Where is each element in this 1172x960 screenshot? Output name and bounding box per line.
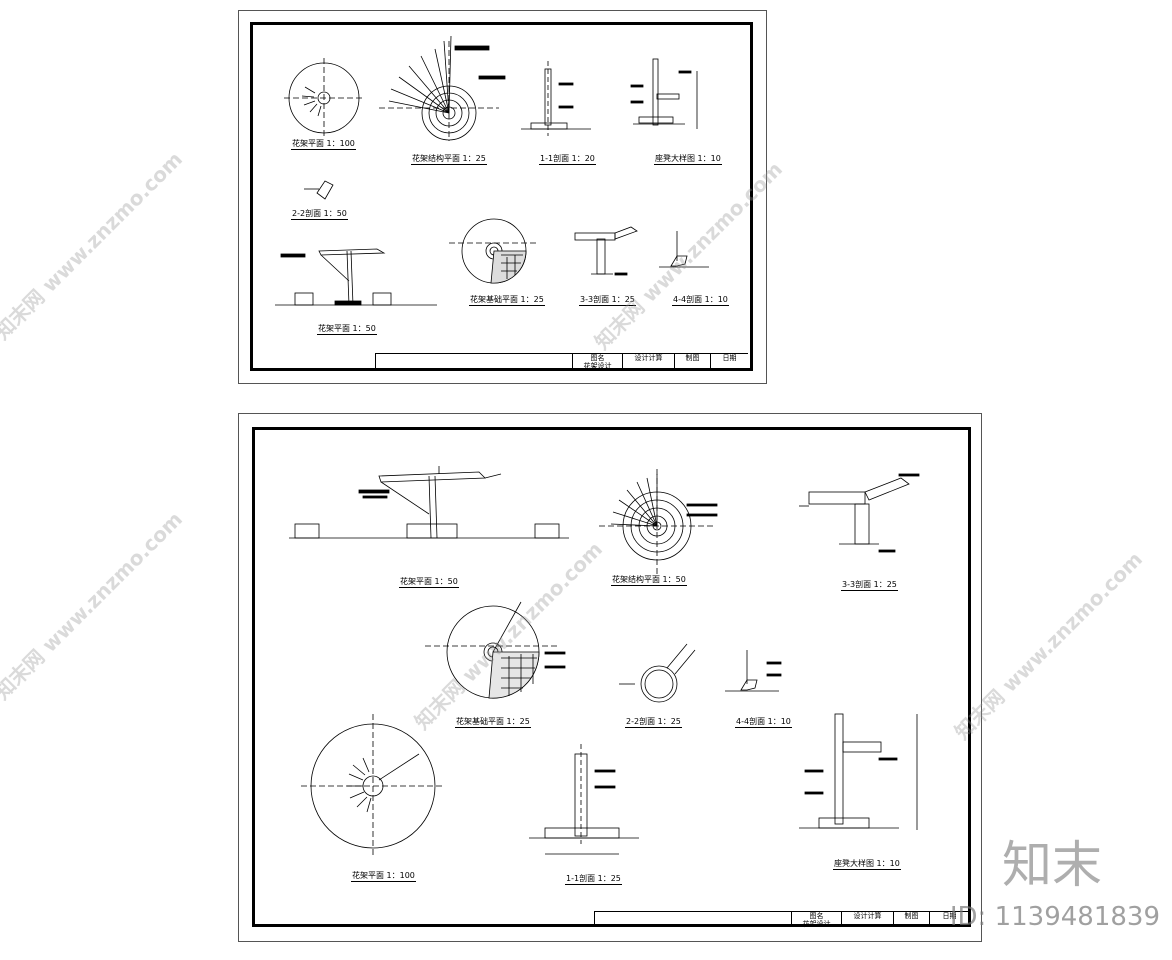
section-2-2-drawing [304,180,334,200]
structure-plan-1-50-drawing [599,469,718,574]
title-cell-drawn: 制图 [674,354,710,368]
structure-plan-1-25-drawing [379,35,506,141]
drawing-sheet-bottom: 花架平面 1：50 花架结构平面 1：50 3-3剖面 1：25 花架基础平面 … [238,413,982,942]
section-4-4-drawing [725,650,782,692]
cad-drawings-bottom [289,466,920,858]
elevation-1-50-drawing [275,248,437,306]
title-drawing-name: 花架设计 [583,362,612,370]
title-cell-drawn: 制图 [893,912,929,926]
caption-structure-plan: 花架结构平面 1：50 [611,575,687,586]
bench-detail-drawing [799,713,918,830]
caption-structure-plan: 花架结构平面 1：25 [411,154,487,165]
title-cell-calc: 设计计算 [622,354,674,368]
title-drawing-name: 花架设计 [802,920,831,928]
section-1-1-drawing [521,61,591,136]
caption-elevation-1-50: 花架平面 1：50 [399,577,459,588]
watermark-text: 知末网 www.znzmo.com [0,506,188,705]
drawing-sheet-top: 花架平面 1：100 花架结构平面 1：25 1-1剖面 1：20 座凳大样图 … [238,10,767,384]
foundation-plan-drawing [449,218,539,284]
section-3-3-drawing [799,473,920,553]
watermark-brand: 知末 [1002,836,1102,894]
caption-foundation-plan: 花架基础平面 1：25 [455,717,531,728]
title-cell-date: 日期 [929,912,969,926]
title-block: 图名 花架设计 设计计算 制图 日期 [375,353,748,370]
caption-section-1-1: 1-1剖面 1：20 [539,154,596,165]
sheet-frame [250,22,753,371]
caption-elevation-1-50: 花架平面 1：50 [317,324,377,335]
section-1-1-drawing [529,744,639,855]
caption-section-4-4: 4-4剖面 1：10 [735,717,792,728]
cad-drawings-top [275,35,709,306]
foundation-plan-drawing [425,601,566,699]
caption-section-3-3: 3-3剖面 1：25 [841,580,898,591]
caption-foundation-plan: 花架基础平面 1：25 [469,295,545,306]
title-block: 图名 花架设计 设计计算 制图 日期 [594,911,969,928]
plan-1-100-drawing [284,58,364,138]
caption-bench-detail: 座凳大样图 1：10 [833,859,901,870]
title-cell-calc: 设计计算 [841,912,893,926]
plan-1-100-drawing [301,714,445,858]
bench-detail-drawing [630,58,698,129]
caption-bench-detail: 座凳大样图 1：10 [654,154,722,165]
section-2-2-drawing [619,643,696,703]
section-3-3-drawing [574,226,638,276]
title-cell-name: 图名 花架设计 [791,912,841,928]
caption-section-3-3: 3-3剖面 1：25 [579,295,636,306]
title-cell-name: 图名 花架设计 [572,354,622,370]
caption-section-2-2: 2-2剖面 1：25 [625,717,682,728]
caption-plan-1-100: 花架平面 1：100 [291,139,356,150]
caption-section-2-2: 2-2剖面 1：50 [291,209,348,220]
elevation-1-50-drawing [289,466,569,539]
sheet-frame [252,427,971,927]
caption-section-1-1: 1-1剖面 1：25 [565,874,622,885]
watermark-text: 知末网 www.znzmo.com [0,146,188,345]
watermark-id: ID: 1139481839 [949,902,1160,932]
caption-section-4-4: 4-4剖面 1：10 [672,295,729,306]
caption-plan-1-100: 花架平面 1：100 [351,871,416,882]
section-4-4-drawing [659,231,709,268]
title-cell-date: 日期 [710,354,748,368]
